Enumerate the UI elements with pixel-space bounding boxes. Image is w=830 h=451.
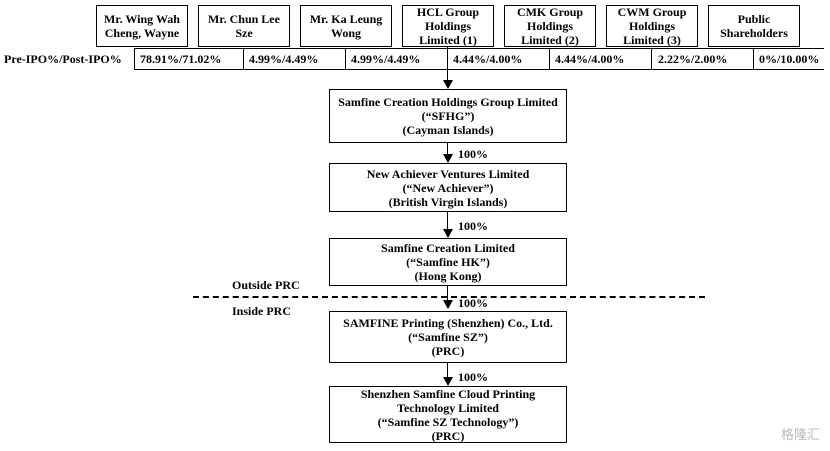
percentage-cmk: 4.44%/4.00%: [555, 52, 625, 66]
entity-box-samfine-sz-technology: Shenzhen Samfine Cloud Printing Technolo…: [329, 386, 567, 443]
watermark-logo: 格隆汇: [780, 428, 820, 443]
entity-box-sfhg: Samfine Creation Holdings Group Limited …: [329, 89, 567, 143]
percentage-divider: [345, 48, 346, 70]
shareholder-box-wong: Mr. Ka Leung Wong: [300, 5, 392, 47]
percentage-sze: 4.99%/4.49%: [249, 52, 319, 66]
arrow-head: [443, 229, 453, 238]
percentage-divider: [651, 48, 652, 70]
arrow-head: [443, 154, 453, 163]
arrow-head: [443, 300, 453, 309]
connector-line: [447, 47, 448, 80]
percentage-divider: [549, 48, 550, 70]
ownership-label: 100%: [458, 296, 488, 310]
connector-line: [447, 212, 448, 229]
ownership-label: 100%: [458, 219, 488, 233]
percentage-row: [134, 48, 824, 70]
percentage-cwm: 2.22%/2.00%: [658, 52, 728, 66]
arrow-head: [443, 377, 453, 386]
percentage-divider: [243, 48, 244, 70]
percentage-divider: [753, 48, 754, 70]
connector-line: [447, 363, 448, 378]
prc-boundary-line: [193, 296, 705, 298]
percentage-cheng: 78.91%/71.02%: [140, 52, 222, 66]
percentage-hcl: 4.44%/4.00%: [453, 52, 523, 66]
entity-box-samfine-sz: SAMFINE Printing (Shenzhen) Co., Ltd. (“…: [329, 311, 567, 363]
shareholder-box-cwm: CWM Group Holdings Limited (3): [606, 5, 698, 47]
entity-box-samfine-hk: Samfine Creation Limited (“Samfine HK”) …: [329, 238, 567, 286]
percentage-label: Pre-IPO%/Post-IPO%: [4, 52, 122, 66]
shareholder-box-cheng: Mr. Wing Wah Cheng, Wayne: [96, 5, 188, 47]
connector-line: [447, 143, 448, 154]
ownership-label: 100%: [458, 370, 488, 384]
shareholder-box-hcl: HCL Group Holdings Limited (1): [402, 5, 494, 47]
ownership-label: 100%: [458, 147, 488, 161]
shareholder-box-public: Public Shareholders: [708, 5, 800, 47]
outside-prc-label: Outside PRC: [232, 278, 300, 292]
shareholder-box-cmk: CMK Group Holdings Limited (2): [504, 5, 596, 47]
shareholder-box-sze: Mr. Chun Lee Sze: [198, 5, 290, 47]
entity-box-new-achiever: New Achiever Ventures Limited (“New Achi…: [329, 163, 567, 212]
percentage-wong: 4.99%/4.49%: [351, 52, 421, 66]
inside-prc-label: Inside PRC: [232, 304, 292, 318]
connector-line: [447, 286, 448, 300]
percentage-divider: [134, 48, 135, 70]
arrow-head: [443, 80, 453, 89]
percentage-public: 0%/10.00%: [759, 52, 820, 66]
